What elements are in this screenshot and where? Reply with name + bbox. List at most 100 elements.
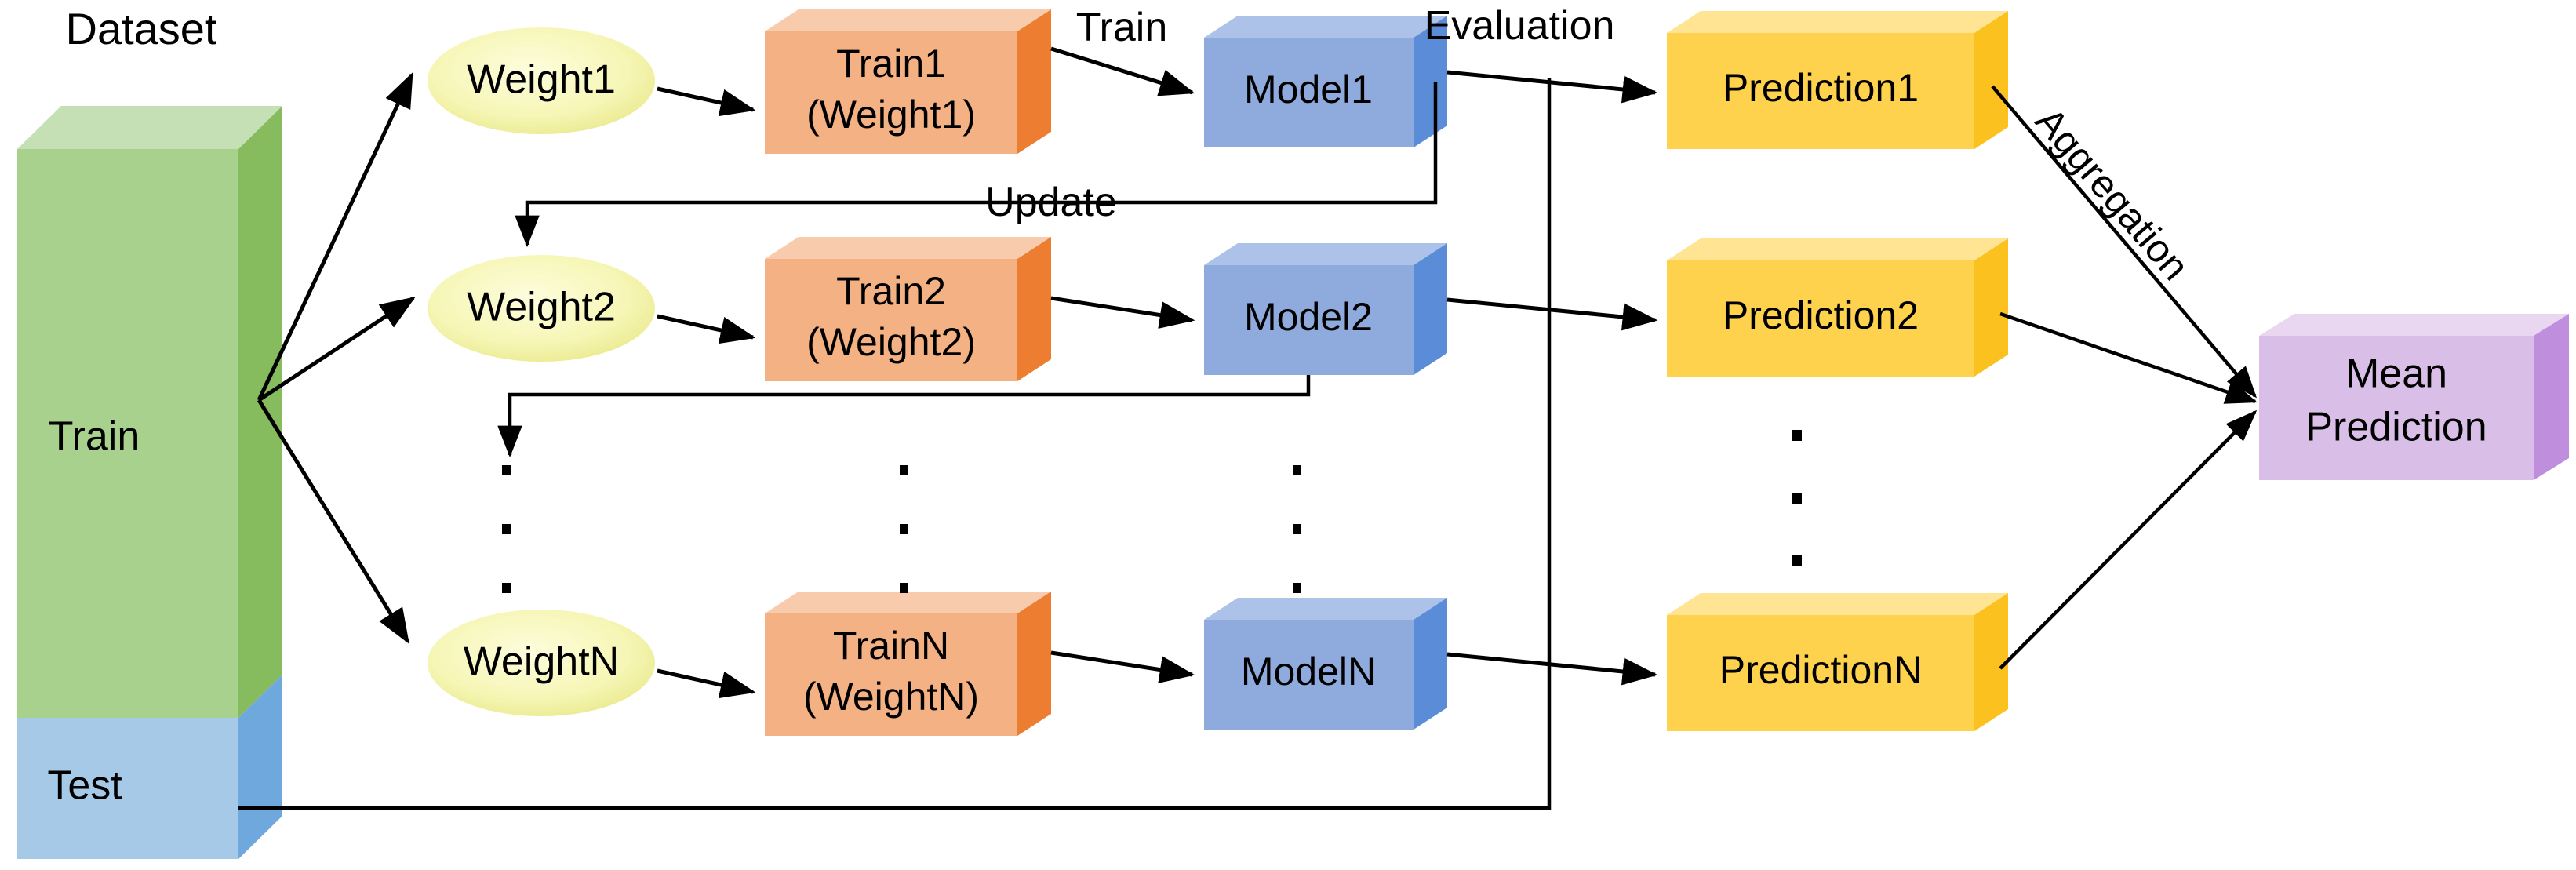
model1-front-face <box>1204 38 1414 147</box>
model1-side-face <box>1414 16 1447 147</box>
modelN-side-face <box>1414 598 1447 730</box>
line-test-to-evaluation <box>238 78 1552 810</box>
ellipsis-dot-prediction-1 <box>1792 430 1802 441</box>
predictionN-front-face <box>1667 615 1974 731</box>
mean-prediction-top-face <box>2259 314 2569 336</box>
train1-label-line2: (Weight1) <box>806 93 976 137</box>
test-evaluation-bus <box>238 78 1552 810</box>
prediction2-front-face <box>1667 260 1974 377</box>
model-to-prediction-arrows: Evaluation <box>1424 3 1658 686</box>
mean-prediction-front-face <box>2259 336 2534 480</box>
ellipsis-dots <box>502 430 1802 593</box>
arrow-trainN-to-modelN <box>1050 650 1195 683</box>
weight1-ellipse <box>428 27 655 134</box>
ellipsis-dot-train-1 <box>900 465 908 475</box>
ellipsis-dot-weight-3 <box>502 583 511 593</box>
ellipsis-dot-weight-2 <box>502 524 511 534</box>
arrow-prediction2-to-mean <box>1999 311 2258 404</box>
dataset-train-label: Train <box>49 414 140 460</box>
train2-label-line2: (Weight2) <box>806 320 976 364</box>
train-nodes: Train1 (Weight1) Train2 (Weight2) TrainN… <box>765 9 1051 736</box>
train1-side-face <box>1017 9 1051 154</box>
aggregation-arrows: Aggregation <box>1991 85 2258 670</box>
arrow-model2-update-weightN <box>497 375 1311 458</box>
ellipsis-dot-model-3 <box>1293 583 1301 593</box>
model1-top-face <box>1204 16 1447 38</box>
prediction2-top-face <box>1667 238 2008 260</box>
train2-front-face <box>765 259 1017 381</box>
trainN-front-face <box>765 613 1017 736</box>
weight1-label: Weight1 <box>467 57 616 103</box>
dataset-side-test <box>238 675 282 859</box>
model2-front-face <box>1204 265 1414 375</box>
ellipsis-dot-model-1 <box>1293 465 1301 475</box>
prediction2-side-face <box>1974 238 2008 377</box>
model1-label: Model1 <box>1244 67 1373 111</box>
weight2-ellipse <box>428 255 655 362</box>
modelN-top-face <box>1204 598 1447 620</box>
ellipsis-dot-weight-1 <box>502 465 511 475</box>
prediction1-top-face <box>1667 11 2008 33</box>
ellipsis-dot-train-2 <box>900 524 908 534</box>
modelN-label: ModelN <box>1241 650 1376 693</box>
arrow-train1-to-model1 <box>1050 46 1195 96</box>
dataset-top-face <box>17 106 282 149</box>
arrow-predictionN-to-mean <box>1999 410 2258 670</box>
prediction2-label: Prediction2 <box>1723 293 1919 337</box>
arrow-train2-to-model2 <box>1050 296 1195 329</box>
train2-label-line1: Train2 <box>836 269 946 313</box>
weight-nodes: Weight1 Weight2 WeightN <box>428 27 655 716</box>
train-to-model-arrows: Train <box>1050 5 1195 683</box>
ellipsis-dot-model-2 <box>1293 524 1301 534</box>
arrow-dataset-to-weight1 <box>257 71 414 402</box>
train2-side-face <box>1017 237 1051 381</box>
ellipsis-dot-prediction-2 <box>1792 493 1802 504</box>
modelN-front-face <box>1204 620 1414 730</box>
edge-label-train: Train <box>1076 5 1168 50</box>
mean-prediction-node: Mean Prediction <box>2259 314 2569 480</box>
prediction1-side-face <box>1974 11 2008 149</box>
update-feedback-loops: Update <box>497 82 1438 458</box>
mean-prediction-label-line1: Mean <box>2345 351 2447 397</box>
arrow-dataset-to-weightN <box>257 399 410 644</box>
train1-top-face <box>765 9 1051 31</box>
dataset-front-test <box>17 718 238 859</box>
dataset-front-train <box>17 149 238 718</box>
predictionN-side-face <box>1974 593 2008 731</box>
dataset-split-arrows <box>257 71 416 644</box>
ellipsis-dot-prediction-3 <box>1792 555 1802 566</box>
edge-label-aggregation: Aggregation <box>2027 99 2198 288</box>
prediction-nodes: Prediction1 Prediction2 PredictionN <box>1667 11 2008 731</box>
arrow-weight2-to-train2 <box>657 314 756 344</box>
model2-side-face <box>1414 243 1447 375</box>
trainN-top-face <box>765 592 1051 613</box>
prediction1-front-face <box>1667 33 1974 149</box>
model2-label: Model2 <box>1244 295 1373 339</box>
prediction1-label: Prediction1 <box>1723 66 1919 110</box>
edge-label-update: Update <box>985 180 1117 225</box>
arrow-weight1-to-train1 <box>657 86 756 117</box>
weightN-ellipse <box>428 610 655 716</box>
ellipsis-dot-train-3 <box>900 583 908 593</box>
dataset-side-train <box>238 106 282 718</box>
arrow-modelN-to-predictionN <box>1446 652 1658 686</box>
arrow-model2-to-prediction2 <box>1446 297 1658 331</box>
mean-prediction-label-line2: Prediction <box>2305 405 2487 450</box>
trainN-label-line2: (WeightN) <box>803 675 979 719</box>
predictionN-label: PredictionN <box>1719 648 1922 692</box>
train2-top-face <box>765 237 1051 259</box>
trainN-side-face <box>1017 592 1051 736</box>
train1-front-face <box>765 31 1017 154</box>
weight2-label: Weight2 <box>467 285 616 330</box>
mean-prediction-side-face <box>2534 314 2569 480</box>
dataset-cube: Train Test <box>17 106 282 859</box>
arrow-weightN-to-trainN <box>657 668 756 699</box>
edge-label-evaluation: Evaluation <box>1424 3 1615 49</box>
arrow-prediction1-to-mean <box>1991 85 2258 399</box>
model2-top-face <box>1204 243 1447 265</box>
page-title: Dataset <box>66 4 217 53</box>
train1-label-line1: Train1 <box>836 42 946 86</box>
arrow-model1-update-weight2 <box>515 82 1438 248</box>
